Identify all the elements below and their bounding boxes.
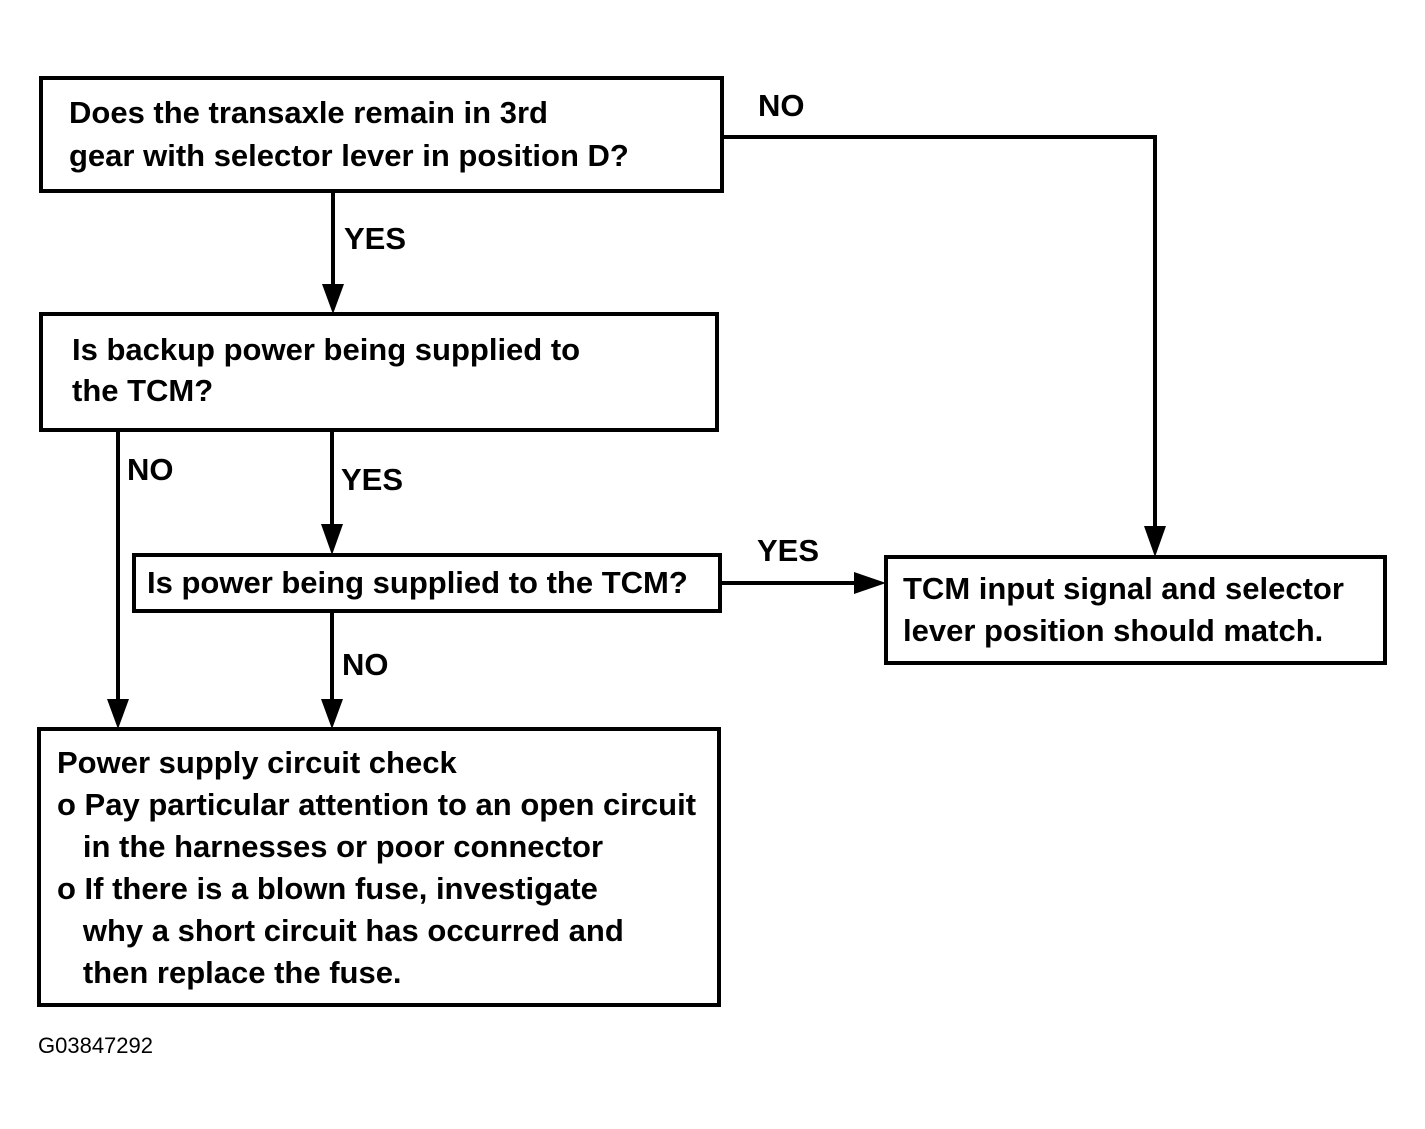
node-power-check-line: why a short circuit has occurred and xyxy=(57,913,624,948)
edge-backup-power-yes: YES xyxy=(321,430,403,555)
node-power-check: Power supply circuit check o Pay particu… xyxy=(37,727,721,1007)
figure-id: G03847292 xyxy=(38,1033,153,1058)
node-q-backup-power-line: the TCM? xyxy=(72,373,213,408)
arrowhead-icon xyxy=(854,572,886,594)
arrowhead-icon xyxy=(1144,526,1166,557)
edge-label-no: NO xyxy=(758,88,805,123)
edge-label-yes: YES xyxy=(344,221,406,256)
arrowhead-icon xyxy=(321,699,343,729)
edge-third-gear-no: NO xyxy=(722,88,1166,557)
edge-power-no: NO xyxy=(321,611,389,729)
arrowhead-icon xyxy=(322,284,344,314)
node-power-check-line: Power supply circuit check xyxy=(57,745,457,780)
arrowhead-icon xyxy=(107,699,129,729)
node-q-power-line: Is power being supplied to the TCM? xyxy=(147,565,688,600)
node-power-check-line: o If there is a blown fuse, investigate xyxy=(57,871,598,906)
edge-power-yes: YES xyxy=(720,533,886,594)
node-tcm-match-line: lever position should match. xyxy=(903,613,1323,648)
edge-label-no: NO xyxy=(342,647,389,682)
node-power-check-line: in the harnesses or poor connector xyxy=(57,829,603,864)
node-q-third-gear: Does the transaxle remain in 3rd gear wi… xyxy=(39,76,724,193)
node-q-backup-power: Is backup power being supplied to the TC… xyxy=(39,312,719,432)
edge-third-gear-yes: YES xyxy=(322,191,406,314)
edge-label-no: NO xyxy=(127,452,174,487)
node-power-check-line: o Pay particular attention to an open ci… xyxy=(57,787,696,822)
node-power-check-line: then replace the fuse. xyxy=(57,955,402,990)
edge-label-yes: YES xyxy=(341,462,403,497)
node-q-backup-power-line: Is backup power being supplied to xyxy=(72,332,580,367)
edge-label-yes: YES xyxy=(757,533,819,568)
node-q-third-gear-line: gear with selector lever in position D? xyxy=(69,138,629,173)
node-q-third-gear-line: Does the transaxle remain in 3rd xyxy=(69,95,548,130)
node-tcm-match: TCM input signal and selector lever posi… xyxy=(884,555,1387,665)
arrowhead-icon xyxy=(321,524,343,555)
node-q-power: Is power being supplied to the TCM? xyxy=(132,553,722,613)
node-tcm-match-line: TCM input signal and selector xyxy=(903,571,1344,606)
edge-backup-power-no: NO xyxy=(107,430,174,729)
